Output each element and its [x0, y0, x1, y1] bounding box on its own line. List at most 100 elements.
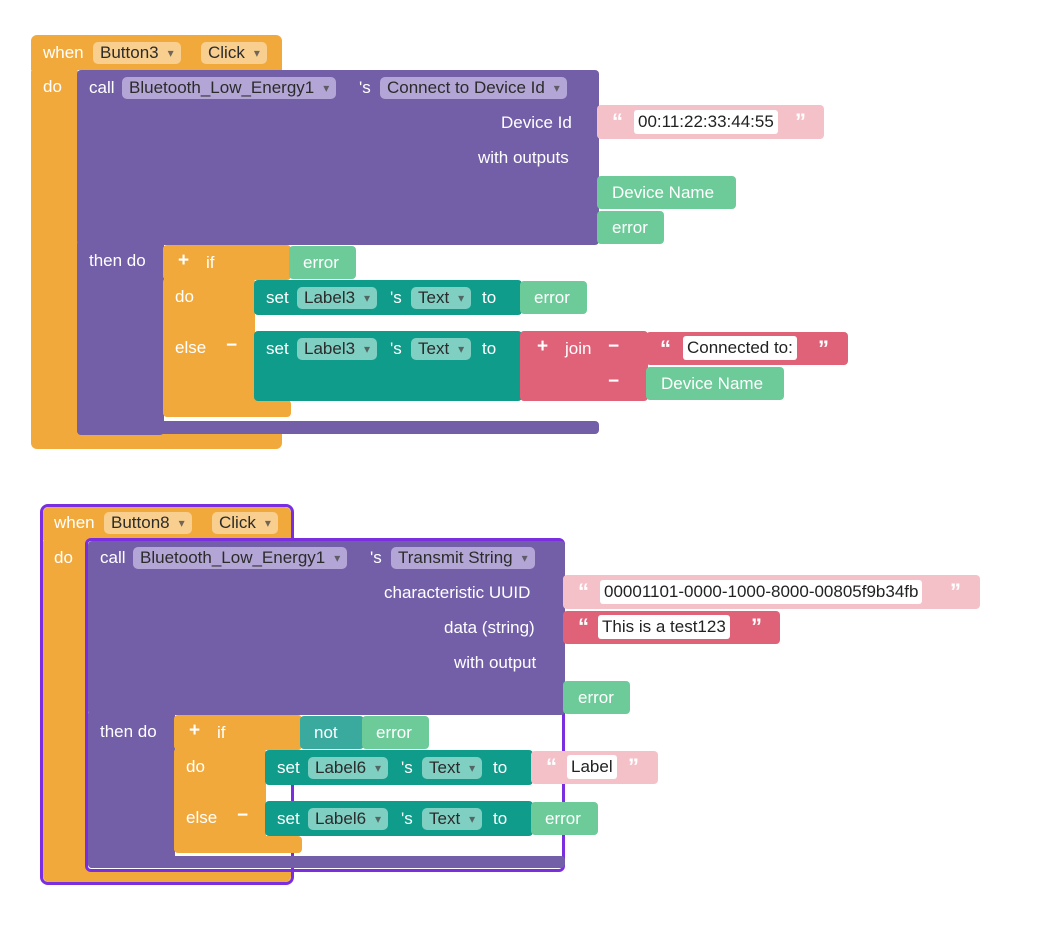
to-label: to [493, 758, 508, 777]
to-label: to [493, 809, 508, 828]
set-label: set [277, 758, 300, 777]
do-label: do [43, 77, 62, 96]
label-value[interactable]: Label [567, 755, 617, 779]
else-error-getter[interactable] [531, 802, 598, 835]
device-id-value[interactable]: 00:11:22:33:44:55 [634, 110, 778, 134]
error-output-block[interactable] [563, 681, 630, 714]
label3-dropdown-1[interactable]: Label3 [297, 287, 378, 309]
when-label: when [54, 513, 95, 532]
join-device-name-label: Device Name [661, 374, 764, 393]
not-label: not [314, 723, 338, 742]
join-block[interactable] [520, 331, 648, 401]
set-label: set [277, 809, 300, 828]
quote-close-icon: ” [751, 614, 762, 639]
quote-close-icon: ” [818, 336, 829, 361]
if-block-footer [174, 836, 302, 853]
event-body [43, 538, 88, 880]
call-block-side [77, 240, 164, 435]
possessive-label: 's [390, 288, 402, 307]
join-minus-icon[interactable]: − [608, 336, 620, 357]
quote-open-icon: “ [612, 109, 623, 134]
if-error-label: error [376, 723, 412, 742]
set-error-label: error [534, 288, 570, 307]
uuid-param-label: characteristic UUID [384, 583, 531, 602]
if-error-getter[interactable] [289, 246, 356, 279]
error-output-label: error [578, 688, 614, 707]
component-dropdown[interactable]: Button8 [104, 512, 192, 534]
uuid-value[interactable]: 00001101-0000-1000-8000-00805f9b34fb [600, 580, 923, 604]
else-label: else [175, 338, 207, 357]
data-param-label: data (string) [444, 618, 535, 637]
set-label: set [266, 339, 289, 358]
quote-close-icon: ” [795, 109, 806, 134]
join-label: join [565, 339, 592, 358]
ble-component-dropdown[interactable]: Bluetooth_Low_Energy1 [122, 77, 337, 99]
text-property-dropdown-1[interactable]: Text [422, 757, 483, 779]
if-error-label: error [303, 253, 339, 272]
quote-close-icon: ” [950, 579, 961, 604]
call-block[interactable] [77, 70, 599, 245]
plus-icon[interactable]: + [178, 250, 190, 271]
else-error-label: error [545, 809, 581, 828]
set-error-getter[interactable] [520, 281, 587, 314]
text-property-dropdown-2[interactable]: Text [422, 808, 483, 830]
label3-dropdown-2[interactable]: Label3 [297, 338, 378, 360]
possessive-label: 's [359, 78, 371, 97]
text-property-dropdown-2[interactable]: Text [411, 338, 472, 360]
label6-dropdown-1[interactable]: Label6 [308, 757, 389, 779]
method-dropdown[interactable]: Connect to Device Id [380, 77, 567, 99]
quote-open-icon: “ [546, 754, 557, 779]
do-branch-label: do [186, 757, 205, 776]
event-footer [31, 433, 282, 449]
possessive-label: 's [370, 548, 382, 567]
else-label: else [186, 808, 218, 827]
join-minus-icon[interactable]: − [608, 371, 620, 392]
if-label: if [217, 723, 226, 742]
device-name-output-block[interactable] [597, 176, 736, 209]
quote-open-icon: “ [660, 336, 671, 361]
ble-component-dropdown[interactable]: Bluetooth_Low_Energy1 [133, 547, 348, 569]
device-id-param-label: Device Id [501, 113, 572, 132]
plus-icon[interactable]: + [189, 720, 201, 741]
do-label: do [54, 548, 73, 567]
event-dropdown[interactable]: Click [201, 42, 267, 64]
if-block-side [174, 748, 266, 852]
event-footer [43, 869, 291, 882]
label6-dropdown-2[interactable]: Label6 [308, 808, 389, 830]
with-outputs-label: with outputs [478, 148, 569, 167]
call-block[interactable] [88, 541, 565, 715]
call-block-footer [88, 856, 565, 868]
join-plus-icon[interactable]: + [537, 336, 549, 357]
quote-open-icon: “ [578, 614, 589, 639]
then-do-label: then do [100, 722, 157, 741]
text-property-dropdown-1[interactable]: Text [411, 287, 472, 309]
minus-icon[interactable]: − [226, 335, 238, 356]
component-dropdown[interactable]: Button3 [93, 42, 181, 64]
if-label: if [206, 253, 215, 272]
if-block-footer [163, 400, 291, 417]
with-output-label: with output [454, 653, 537, 672]
connected-to-value[interactable]: Connected to: [683, 336, 797, 360]
to-label: to [482, 339, 497, 358]
join-device-name-getter[interactable] [646, 367, 784, 400]
call-block-side [88, 710, 175, 868]
possessive-label: 's [401, 809, 413, 828]
minus-icon[interactable]: − [237, 805, 249, 826]
set-label: set [266, 288, 289, 307]
event-body [31, 68, 78, 438]
if-block-side [163, 278, 255, 416]
call-label: call [100, 548, 126, 567]
data-value[interactable]: This is a test123 [598, 615, 730, 639]
method-dropdown[interactable]: Transmit String [391, 547, 535, 569]
error-output-block[interactable] [597, 211, 664, 244]
if-block[interactable] [163, 245, 291, 280]
possessive-label: 's [401, 758, 413, 777]
call-label: call [89, 78, 115, 97]
if-error-getter[interactable] [362, 716, 429, 749]
when-label: when [43, 43, 84, 62]
if-block[interactable] [174, 715, 302, 750]
do-branch-label: do [175, 287, 194, 306]
not-block[interactable] [300, 716, 364, 749]
event-dropdown[interactable]: Click [212, 512, 278, 534]
possessive-label: 's [390, 339, 402, 358]
